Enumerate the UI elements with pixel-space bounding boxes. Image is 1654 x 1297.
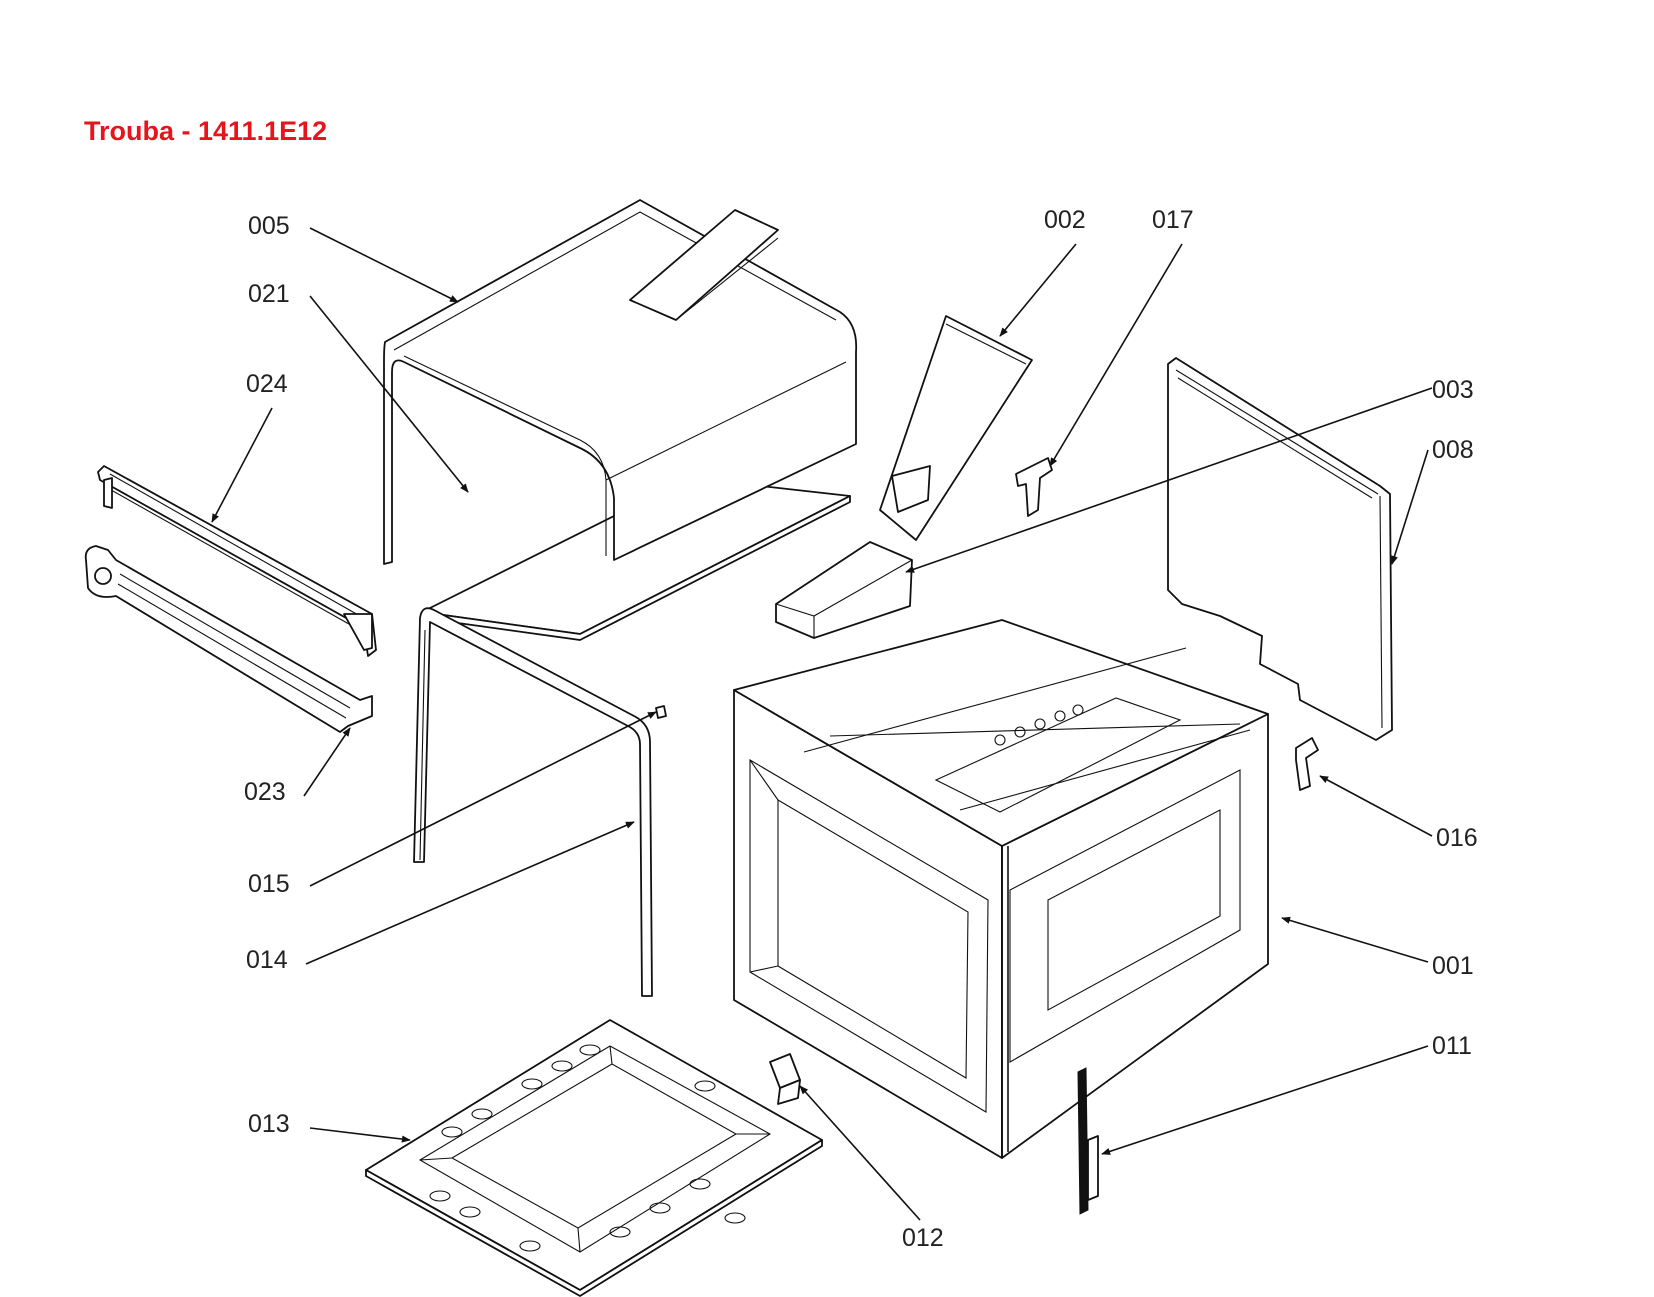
label-008: 008 — [1432, 436, 1474, 464]
label-024: 024 — [246, 370, 288, 398]
label-014: 014 — [246, 946, 288, 974]
frame-tube-part — [413, 607, 667, 997]
back-duct-part — [879, 315, 1033, 541]
lower-rail-part — [84, 545, 373, 733]
back-panel-part — [1167, 357, 1393, 741]
latch-part — [1295, 737, 1319, 791]
small-bracket-part — [1015, 457, 1053, 517]
label-023: 023 — [244, 778, 286, 806]
bottom-panel-part — [365, 1019, 823, 1297]
label-021: 021 — [248, 280, 290, 308]
hinge-part — [769, 1053, 801, 1105]
fan-block-part — [775, 541, 913, 639]
label-013: 013 — [248, 1110, 290, 1138]
label-001: 001 — [1432, 952, 1474, 980]
page-title: Trouba - 1411.1E12 — [84, 116, 328, 146]
label-011: 011 — [1432, 1032, 1472, 1060]
side-strip-part — [1077, 1067, 1099, 1215]
upper-rail-part — [97, 465, 377, 657]
leader-lines — [211, 227, 1433, 1221]
part-labels: 005 021 024 023 015 014 013 012 002 017 … — [244, 206, 1478, 1252]
top-cover-part — [383, 199, 858, 641]
label-005: 005 — [248, 212, 290, 240]
label-003: 003 — [1432, 376, 1474, 404]
label-017: 017 — [1152, 206, 1194, 234]
label-012: 012 — [902, 1224, 944, 1252]
label-002: 002 — [1044, 206, 1086, 234]
label-016: 016 — [1436, 824, 1478, 852]
label-015: 015 — [248, 870, 290, 898]
oven-body-part — [733, 619, 1269, 1159]
